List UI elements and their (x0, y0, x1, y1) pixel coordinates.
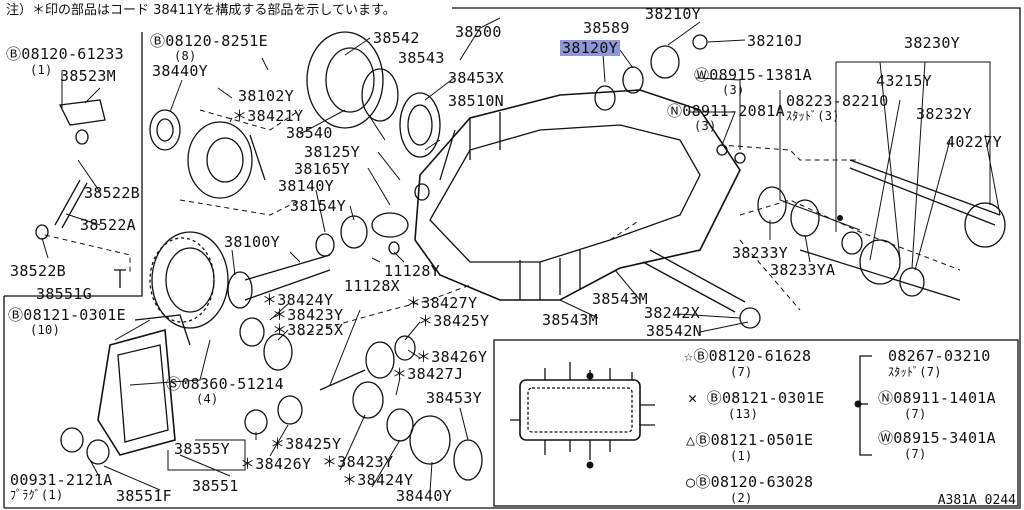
part-label-38426Y-a[interactable]: ＊38426Y (416, 348, 488, 366)
part-label-38551[interactable]: 38551 (192, 477, 239, 495)
part-label-38125Y[interactable]: 38125Y (304, 143, 360, 161)
part-label-38355Y[interactable]: 38355Y (174, 440, 230, 458)
part-label-38102Y[interactable]: 38102Y (238, 87, 294, 105)
part-label-38427Y[interactable]: ＊38427Y (406, 294, 478, 312)
part-label-08360-51214[interactable]: Ⓢ08360-51214 (166, 375, 284, 393)
legend-dot-stud[interactable]: 08267-03210 (888, 347, 991, 365)
part-label-38100Y[interactable]: 38100Y (224, 233, 280, 251)
part-label-38230Y[interactable]: 38230Y (904, 34, 960, 52)
part-label-38154Y[interactable]: 38154Y (290, 197, 346, 215)
part-label-38233YA[interactable]: 38233YA (770, 261, 836, 279)
part-label-38140Y[interactable]: 38140Y (278, 177, 334, 195)
legend-star-bolt[interactable]: ☆Ⓑ08120-61628 (684, 347, 812, 365)
legend-triangle-qty: (1) (730, 449, 753, 463)
qty-08911-2081A: (3) (694, 119, 717, 133)
legend-dot-washer-qty: (7) (904, 447, 927, 461)
part-label-38232Y[interactable]: 38232Y (916, 105, 972, 123)
part-label-08120-8251E[interactable]: Ⓑ08120-8251E (150, 32, 268, 50)
legend-dot-washer[interactable]: Ⓦ08915-3401A (878, 429, 996, 447)
part-label-38424Y-b[interactable]: ＊38424Y (342, 471, 414, 489)
part-label-08223-82210[interactable]: 08223-82210 (786, 92, 889, 110)
part-label-38542N[interactable]: 38542N (646, 322, 702, 340)
part-label-38500[interactable]: 38500 (455, 23, 502, 41)
legend-dot-nut-qty: (7) (904, 407, 927, 421)
part-label-38427J[interactable]: ＊38427J (392, 365, 464, 383)
qty-08121-0301E: (10) (30, 323, 61, 337)
part-label-38543[interactable]: 38543 (398, 49, 445, 67)
figure-code: A381A 0244 (937, 493, 1016, 508)
part-label-38120Y-highlighted[interactable]: 38120Y (560, 39, 620, 57)
legend-cross-qty: (13) (728, 407, 759, 421)
part-label-38423Y-a[interactable]: ＊38423Y (272, 306, 344, 324)
part-label-38210Y[interactable]: 38210Y (645, 5, 701, 23)
part-label-40227Y[interactable]: 40227Y (946, 133, 1002, 151)
part-label-43215Y[interactable]: 43215Y (876, 72, 932, 90)
qty-08120-61233: (1) (30, 63, 53, 77)
part-label-38453X[interactable]: 38453X (448, 69, 504, 87)
legend-triangle-bolt[interactable]: △Ⓑ08121-0501E (686, 431, 814, 449)
part-label-38165Y[interactable]: 38165Y (294, 160, 350, 178)
part-label-38522B-top[interactable]: 38522B (84, 184, 140, 202)
part-label-38424Y-a[interactable]: ＊38424Y (262, 291, 334, 309)
diagram-note: 注）＊印の部品はコード 38411Yを構成する部品を示しています。 (6, 3, 396, 18)
plug-qty-1: ﾌﾟﾗｸﾞ(1) (10, 488, 64, 502)
part-label-38423Y-b[interactable]: ＊38423Y (322, 453, 394, 471)
part-label-11128X[interactable]: 11128X (344, 277, 400, 295)
part-label-38210J[interactable]: 38210J (747, 32, 803, 50)
part-label-38542[interactable]: 38542 (373, 29, 420, 47)
part-label-08120-61233[interactable]: Ⓑ08120-61233 (6, 45, 124, 63)
part-label-38425Y-a[interactable]: ＊38425Y (418, 312, 490, 330)
part-label-08121-0301E[interactable]: Ⓑ08121-0301E (8, 306, 126, 324)
part-label-38589[interactable]: 38589 (583, 19, 630, 37)
legend-dot-stud-qty: ｽﾀｯﾄﾞ(7) (888, 365, 942, 379)
part-label-08911-2081A[interactable]: Ⓝ08911-2081A (667, 102, 785, 120)
part-label-38242X[interactable]: 38242X (644, 304, 700, 322)
part-label-38522A[interactable]: 38522A (80, 216, 136, 234)
part-label-38440Y-top[interactable]: 38440Y (152, 62, 208, 80)
part-label-38551F[interactable]: 38551F (116, 487, 172, 505)
part-label-38510N[interactable]: 38510N (448, 92, 504, 110)
part-label-38453Y[interactable]: 38453Y (426, 389, 482, 407)
part-label-38522B-bottom[interactable]: 38522B (10, 262, 66, 280)
part-label-38551G[interactable]: 38551G (36, 285, 92, 303)
part-label-38233Y[interactable]: 38233Y (732, 244, 788, 262)
legend-cross-bolt[interactable]: ✕ Ⓑ08121-0301E (688, 389, 825, 407)
part-label-38540[interactable]: 38540 (286, 124, 333, 142)
legend-circle-qty: (2) (730, 491, 753, 505)
legend-circle-bolt[interactable]: ○Ⓑ08120-63028 (686, 473, 814, 491)
part-label-00931-2121A[interactable]: 00931-2121A (10, 471, 113, 489)
qty-08120-8251E: (8) (174, 49, 197, 63)
part-label-38543M-left[interactable]: 38543M (542, 311, 598, 329)
part-label-38421Y[interactable]: ＊38421Y (232, 107, 304, 125)
part-label-38426Y-b[interactable]: ＊38426Y (240, 455, 312, 473)
qty-08915-1381A: (3) (722, 83, 745, 97)
legend-star-qty: (7) (730, 365, 753, 379)
part-label-38425Y-b[interactable]: ＊38425Y (270, 435, 342, 453)
legend-dot-nut[interactable]: Ⓝ08911-1401A (878, 389, 996, 407)
part-label-11128Y[interactable]: 11128Y (384, 262, 440, 280)
stud-qty-3: ｽﾀｯﾄﾞ(3) (786, 109, 840, 123)
part-label-38440Y-bottom[interactable]: 38440Y (396, 487, 452, 505)
part-label-38225X[interactable]: ＊38225X (272, 321, 344, 339)
part-label-08915-1381A[interactable]: Ⓦ08915-1381A (694, 66, 812, 84)
part-label-38543M-right[interactable]: 38543M (592, 290, 648, 308)
part-label-38523M[interactable]: 38523M (60, 67, 116, 85)
qty-08360-51214: (4) (196, 392, 219, 406)
